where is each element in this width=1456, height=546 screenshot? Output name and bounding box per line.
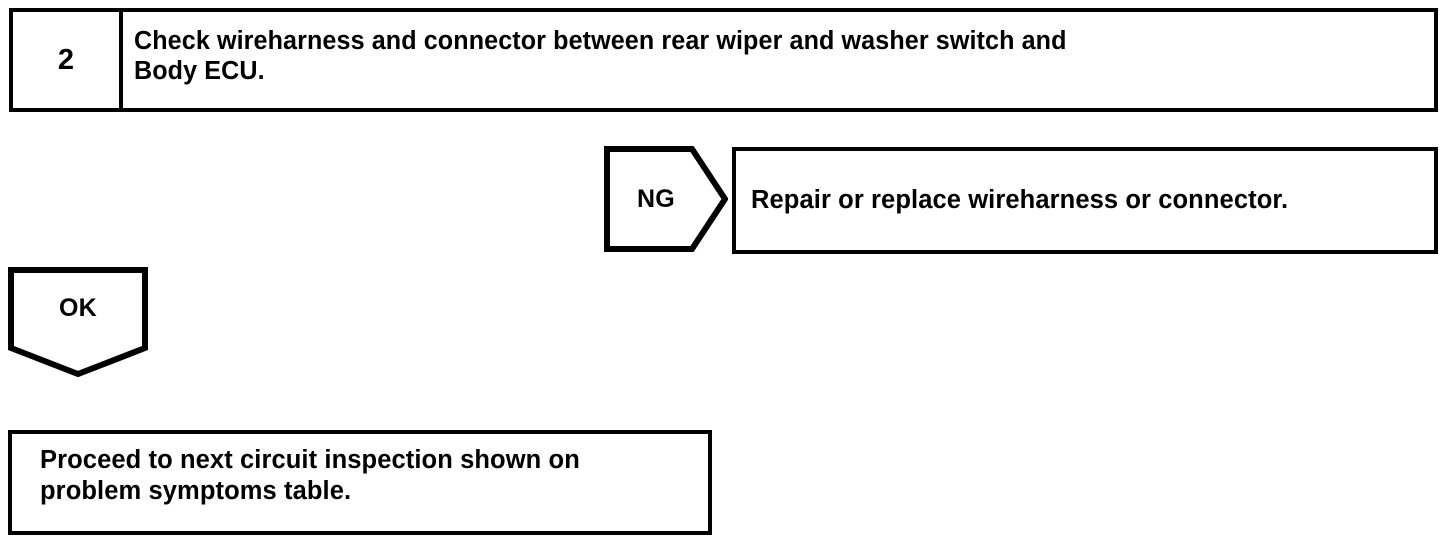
step-instruction-cell: Check wireharness and connector between …	[123, 12, 1434, 108]
step-number-cell: 2	[13, 12, 123, 108]
ng-result-box: Repair or replace wireharness or connect…	[732, 147, 1438, 254]
step-row: 2 Check wireharness and connector betwee…	[9, 8, 1438, 112]
ok-result-text: Proceed to next circuit inspection shown…	[40, 446, 580, 505]
ng-branch-label: NG	[636, 184, 676, 213]
step-instruction-text: Check wireharness and connector between …	[134, 27, 1067, 86]
ok-branch-label: OK	[58, 293, 98, 322]
ng-result-text: Repair or replace wireharness or connect…	[751, 186, 1289, 215]
ng-branch-arrow-icon	[604, 146, 728, 252]
ok-branch-arrow-icon	[8, 267, 148, 377]
ok-result-box: Proceed to next circuit inspection shown…	[8, 430, 712, 535]
step-number: 2	[57, 43, 75, 76]
